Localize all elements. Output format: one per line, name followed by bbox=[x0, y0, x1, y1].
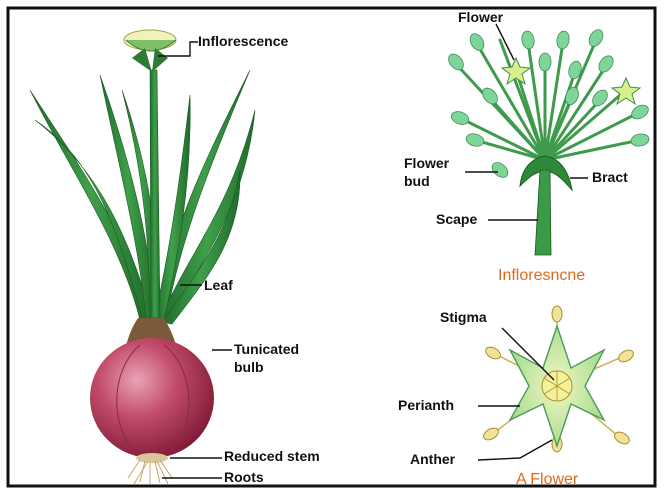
label-tunicated-bulb-line2: bulb bbox=[234, 359, 264, 375]
label-anther: Anther bbox=[410, 451, 456, 467]
label-flower: Flower bbox=[458, 9, 504, 25]
label-scape: Scape bbox=[436, 211, 477, 227]
label-perianth: Perianth bbox=[398, 397, 454, 413]
reduced-stem-shape bbox=[136, 453, 168, 463]
label-tunicated-bulb-line1: Tunicated bbox=[234, 341, 299, 357]
onion-plant-illustration bbox=[30, 30, 255, 484]
inflorescence-cap bbox=[124, 30, 176, 72]
caption-a-flower: A Flower bbox=[516, 471, 579, 488]
label-bract: Bract bbox=[592, 169, 628, 185]
label-stigma: Stigma bbox=[440, 309, 487, 325]
caption-inflorescence: Infloresncne bbox=[498, 267, 585, 284]
label-reduced-stem: Reduced stem bbox=[224, 448, 320, 464]
label-inflorescence: Inflorescence bbox=[198, 33, 288, 49]
flower-illustration bbox=[482, 306, 636, 452]
label-roots: Roots bbox=[224, 469, 264, 485]
label-flower-bud-line1: Flower bbox=[404, 155, 450, 171]
label-leaf: Leaf bbox=[204, 277, 233, 293]
tunicated-bulb-shape bbox=[90, 338, 214, 458]
label-flower-bud-line2: bud bbox=[404, 173, 430, 189]
roots-shape bbox=[128, 460, 172, 484]
